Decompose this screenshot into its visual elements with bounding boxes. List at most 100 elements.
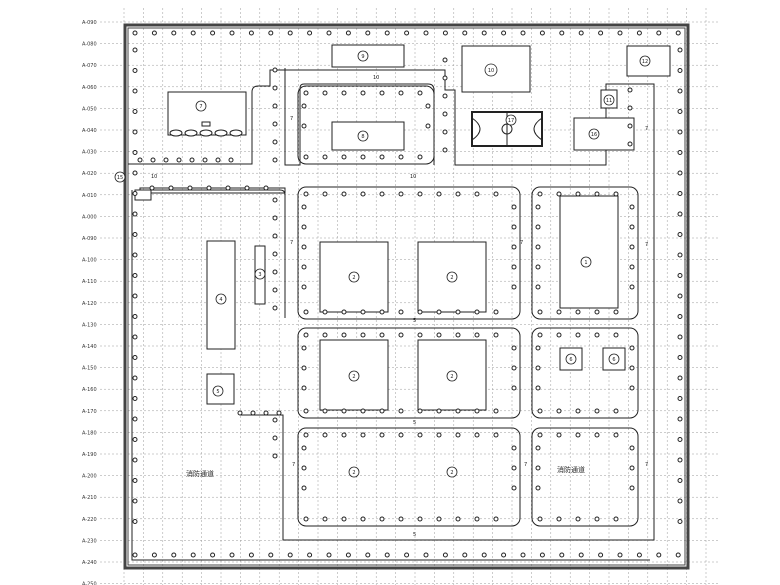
building-label-circle	[114, 171, 126, 183]
y-axis-label: A-000	[82, 214, 97, 220]
tree-marker	[404, 30, 410, 36]
tree-marker	[132, 150, 138, 155]
tree-marker	[287, 552, 293, 558]
tree-marker	[151, 30, 157, 36]
path-mark: 7	[524, 462, 527, 468]
y-axis-label: A-070	[82, 63, 97, 69]
tree-marker	[677, 232, 683, 237]
tree-marker	[462, 30, 468, 36]
tree-marker	[341, 154, 347, 160]
tree-marker	[613, 332, 619, 338]
building-label: 2	[450, 470, 453, 476]
tree-marker	[535, 204, 541, 210]
tree-marker	[442, 147, 448, 153]
tree-marker	[360, 191, 366, 197]
parking-marks	[169, 121, 243, 137]
tree-marker	[559, 30, 565, 36]
tree-marker	[677, 478, 683, 483]
tree-marker	[677, 498, 683, 504]
tree-marker	[436, 432, 442, 438]
tree-marker	[436, 408, 442, 414]
tree-marker	[556, 332, 562, 338]
building-label-circle	[348, 271, 360, 283]
tree-marker	[442, 129, 448, 135]
tree-marker	[677, 191, 683, 196]
building-label-circle	[215, 293, 227, 305]
tree-marker	[301, 204, 307, 210]
tree-marker	[272, 85, 278, 91]
tree-marker	[677, 437, 683, 442]
tree-marker	[575, 432, 581, 438]
tree-marker	[629, 224, 635, 230]
building-label-circle	[348, 466, 360, 478]
path-mark: 10	[410, 174, 416, 180]
tree-marker	[511, 224, 517, 230]
building-label-circle	[195, 100, 207, 112]
tree-marker	[210, 30, 216, 36]
tree-marker	[535, 465, 541, 471]
tree-marker	[206, 185, 212, 191]
tree-marker	[190, 30, 196, 36]
tree-marker	[322, 90, 328, 96]
tree-marker	[272, 305, 278, 311]
path-mark: 7	[520, 240, 523, 246]
tree-marker	[535, 264, 541, 270]
tree-marker	[594, 432, 600, 438]
building-label: 7	[199, 104, 202, 110]
tree-marker	[303, 154, 309, 160]
tree-marker	[384, 30, 390, 36]
tree-marker	[520, 552, 526, 558]
tree-marker	[215, 157, 221, 163]
tree-marker	[248, 552, 254, 558]
tree-marker	[171, 552, 177, 558]
tree-marker	[656, 552, 662, 558]
tree-marker	[322, 332, 328, 338]
building-label-circle	[580, 256, 592, 268]
tree-marker	[535, 224, 541, 230]
tree-marker	[629, 365, 635, 371]
tree-marker	[272, 197, 278, 203]
tree-marker	[268, 552, 274, 558]
tree-marker	[229, 30, 235, 36]
y-axis-label: A-240	[82, 560, 97, 566]
building-label-circle	[565, 353, 577, 365]
building-label: 2	[450, 275, 453, 281]
tree-marker	[535, 485, 541, 491]
tree-marker	[303, 408, 309, 414]
tree-marker	[379, 332, 385, 338]
tree-marker	[301, 365, 307, 371]
tree-marker	[345, 552, 351, 558]
tree-marker	[455, 432, 461, 438]
tree-marker	[629, 385, 635, 391]
tree-marker	[132, 498, 138, 504]
tree-markers	[132, 30, 683, 558]
tree-marker	[537, 191, 543, 197]
tree-marker	[303, 516, 309, 522]
tree-marker	[326, 552, 332, 558]
tree-marker	[398, 191, 404, 197]
tree-marker	[132, 252, 138, 258]
tree-marker	[404, 552, 410, 558]
tree-marker	[511, 244, 517, 250]
tree-marker	[225, 185, 231, 191]
tree-marker	[442, 30, 448, 36]
tree-marker	[575, 516, 581, 522]
tree-marker	[677, 396, 683, 401]
y-axis-label: A-040	[82, 128, 97, 134]
tree-marker	[511, 204, 517, 210]
building-label: 6	[612, 357, 615, 363]
tree-marker	[556, 191, 562, 197]
path-mark: 7	[290, 116, 293, 122]
tree-marker	[132, 88, 138, 94]
tree-marker	[511, 385, 517, 391]
building-label: 6	[569, 357, 572, 363]
tree-marker	[322, 408, 328, 414]
tree-marker	[301, 103, 307, 109]
tree-marker	[677, 252, 683, 258]
tree-marker	[301, 284, 307, 290]
tree-marker	[535, 244, 541, 250]
y-axis-label: A-160	[82, 387, 97, 393]
tree-marker	[474, 432, 480, 438]
tree-marker	[237, 410, 243, 416]
tree-marker	[379, 90, 385, 96]
